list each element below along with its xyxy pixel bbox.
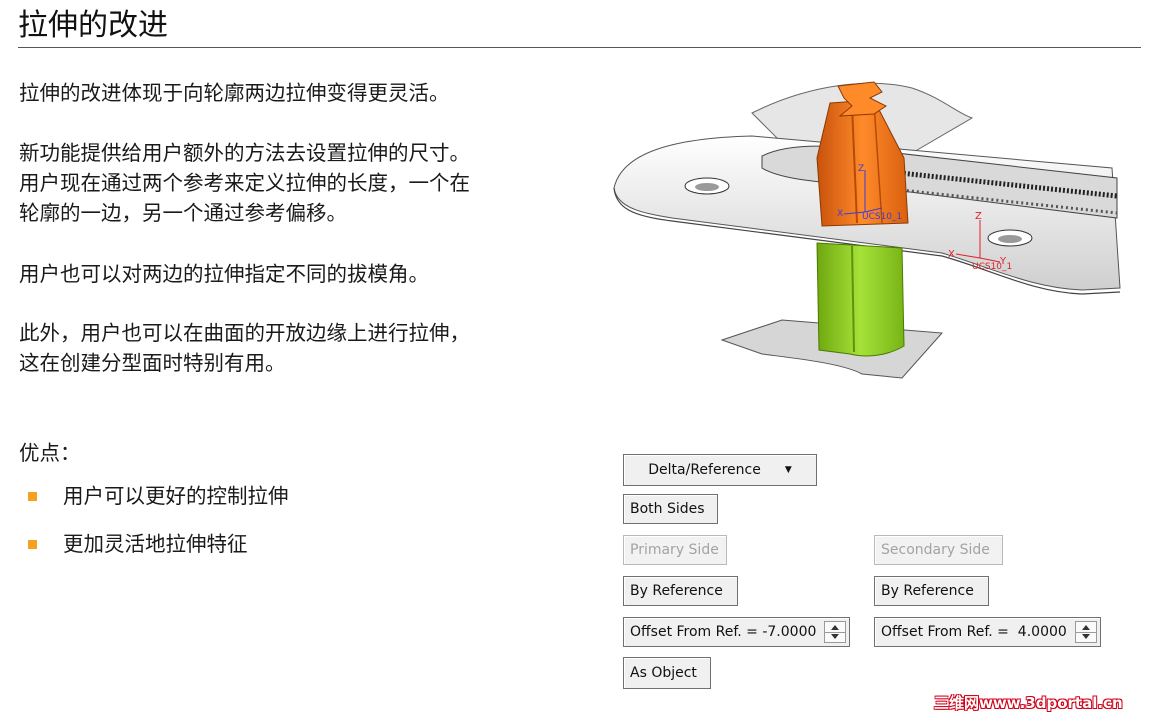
as-object-button[interactable]: As Object (623, 657, 711, 689)
advantage-item: 用户可以更好的控制拉伸 (28, 481, 289, 511)
dropdown-arrow-icon: ▼ (784, 465, 792, 475)
advantages-heading: 优点： (19, 441, 81, 465)
slot-hatching (871, 167, 1118, 199)
secondary-offset-spinner[interactable] (1075, 621, 1097, 643)
primary-offset-field[interactable]: Offset From Ref. = -7.0000 (623, 617, 850, 647)
dropdown-value: Delta/Reference (648, 462, 761, 478)
bullet-square-icon (28, 539, 37, 549)
paragraph-3: 用户也可以对两边的拉伸指定不同的拔模角。 (19, 259, 429, 289)
watermark-text: 三维网www.3dportal.cn (934, 694, 1123, 712)
ucs-right-label: UCS10_1 (972, 262, 1012, 272)
primary-offset-text: Offset From Ref. = -7.0000 (630, 624, 817, 640)
ucs-right-axis-y: Y (999, 256, 1007, 267)
advantage-item-text: 更加灵活地拉伸特征 (63, 532, 248, 556)
paragraph-2: 新功能提供给用户额外的方法去设置拉伸的尺寸。 用户现在通过两个参考来定义拉伸的长… (19, 138, 470, 228)
spinner-down-icon[interactable] (831, 634, 839, 639)
title-divider (18, 47, 1141, 48)
paragraph-2-line-2: 用户现在通过两个参考来定义拉伸的长度，一个在 (19, 171, 470, 195)
paragraph-2-line-3: 轮廓的一边，另一个通过参考偏移。 (19, 201, 347, 225)
extrusion-top-profile (837, 81, 887, 117)
paragraph-3-line-1: 用户也可以对两边的拉伸指定不同的拔模角。 (19, 262, 429, 286)
secondary-offset-text: Offset From Ref. = 4.0000 (881, 624, 1067, 640)
paragraph-4: 此外，用户也可以在曲面的开放边缘上进行拉伸， 这在创建分型面时特别有用。 (19, 318, 470, 378)
secondary-offset-field[interactable]: Offset From Ref. = 4.0000 (874, 617, 1101, 647)
ucs-right-axis-z: Z (975, 211, 982, 222)
plate-edge (613, 187, 1121, 295)
paragraph-1-line-1: 拉伸的改进体现于向轮廓两边拉伸变得更灵活。 (19, 81, 450, 105)
cad-extrusion-illustration: Z X UCS10_1 Z X Y UCS10_1 (613, 81, 1121, 379)
primary-by-reference-button[interactable]: By Reference (623, 576, 738, 606)
ucs-marker-left: Z X UCS10_1 (837, 164, 902, 222)
extrude-options-panel: Delta/Reference ▼ Both Sides Primary Sid… (612, 446, 1142, 696)
extrusion-green-part (816, 242, 905, 357)
primary-offset-spinner[interactable] (824, 621, 846, 643)
secondary-by-reference-button[interactable]: By Reference (874, 576, 989, 606)
paragraph-4-line-1: 此外，用户也可以在曲面的开放边缘上进行拉伸， (19, 321, 470, 345)
spinner-up-icon[interactable] (831, 625, 839, 630)
bullet-square-icon (28, 491, 37, 501)
page-title: 拉伸的改进 (18, 8, 168, 43)
paragraph-1: 拉伸的改进体现于向轮廓两边拉伸变得更灵活。 (19, 78, 450, 108)
advantage-item: 更加灵活地拉伸特征 (28, 529, 248, 559)
ucs-left-axis-z: Z (858, 164, 864, 174)
secondary-side-button[interactable]: Secondary Side (874, 535, 1003, 565)
advantage-item-text: 用户可以更好的控制拉伸 (63, 484, 289, 508)
slot-hatching (881, 186, 1118, 215)
primary-side-button[interactable]: Primary Side (623, 535, 727, 565)
ucs-marker-right: Z X Y UCS10_1 (948, 211, 1012, 272)
spinner-down-icon[interactable] (1082, 634, 1090, 639)
extrude-mode-dropdown[interactable]: Delta/Reference ▼ (623, 454, 817, 486)
spinner-up-icon[interactable] (1082, 625, 1090, 630)
ucs-left-label: UCS10_1 (862, 212, 902, 222)
both-sides-button[interactable]: Both Sides (623, 494, 718, 524)
ucs-right-axis-x: X (948, 249, 955, 260)
paragraph-4-line-2: 这在创建分型面时特别有用。 (19, 351, 286, 375)
paragraph-2-line-1: 新功能提供给用户额外的方法去设置拉伸的尺寸。 (19, 141, 470, 165)
ucs-left-axis-x: X (837, 209, 843, 219)
